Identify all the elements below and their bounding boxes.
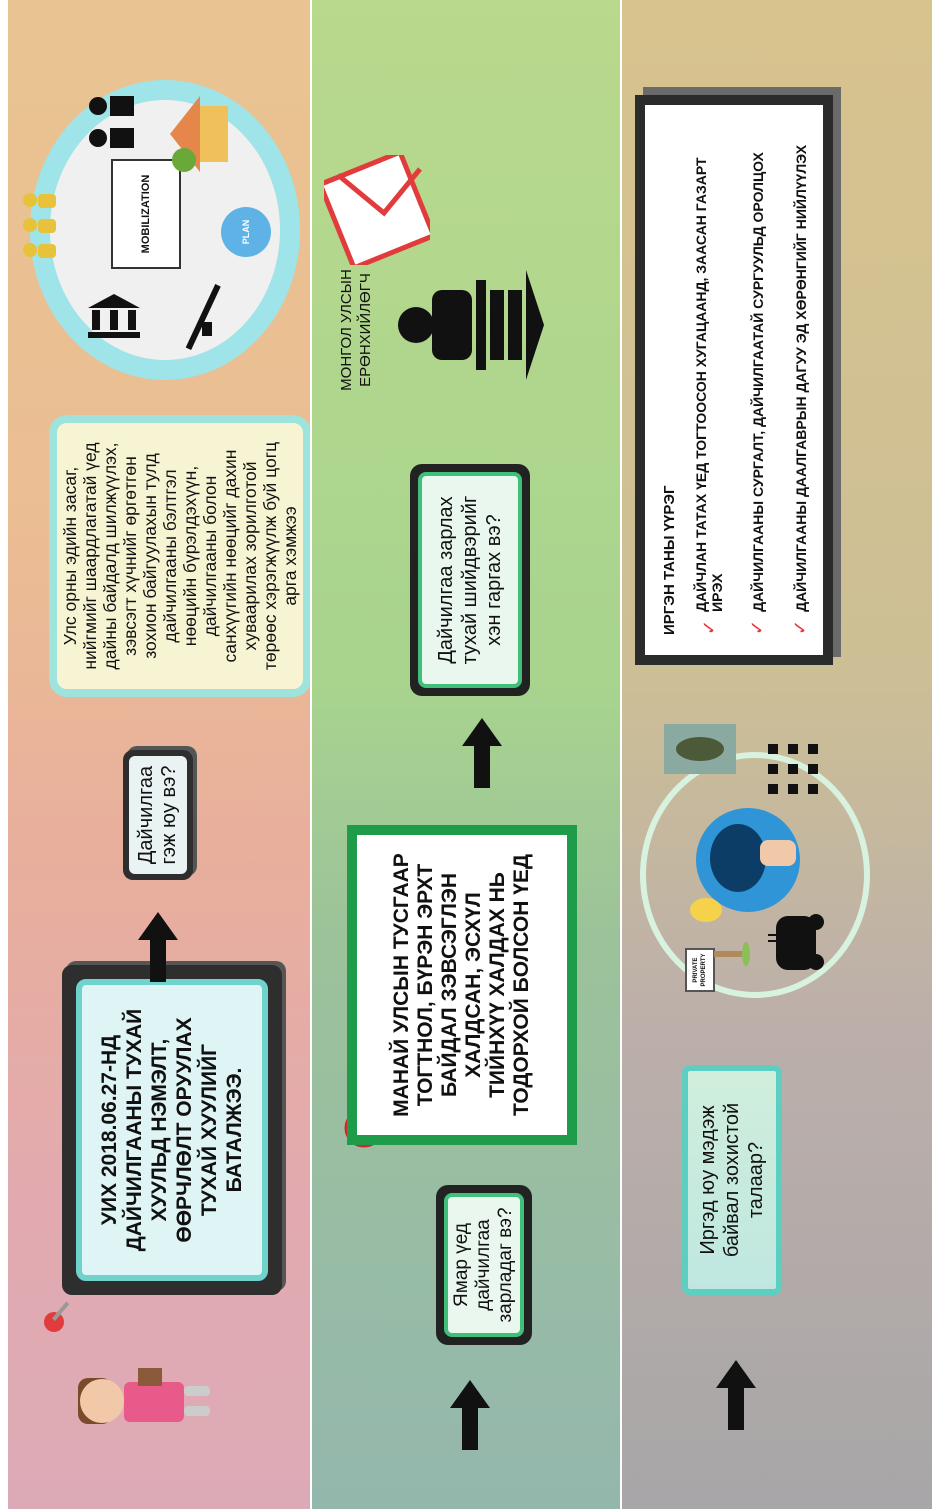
plan-label: PLAN [241,219,251,245]
people-group-icon [23,193,56,258]
duty-item: ✓ ДАЙЧИЛГААНЫ СУРГАЛТ, ДАЙЧИЛГААТАЙ СУРГ… [747,125,768,635]
check-icon: ✓ [790,619,810,635]
definition-box: Улс орны эдийн засаг, нийгмийг шаардлага… [49,415,310,697]
who-decides-box: Дайчилгаа зарлах тухай шийдвэрийг хэн га… [410,464,530,696]
envelope-icon [324,155,430,265]
what-is-question: Дайчилгаа гэж юу вэ? [135,765,180,865]
private-property-label: PRIVATE PROPERTY [693,953,707,987]
plan-document-icon: PLAN [221,207,271,257]
girl-reading-icon [78,1368,210,1424]
rifle-icon [185,284,221,351]
duty-text: ДАЙЧИЛГААНЫ ДААЛГАВРЫН ДАГУУ ЭД ХӨРӨНГИЙ… [792,144,809,612]
when-answer-text: МАНАЙ УЛСЫН ТУСГААР ТОГТНОЛ, БҮРЭН ЭРХТ … [390,853,533,1117]
panel-when-declared: Ямар үед дайчилгаа зарладаг вэ? МАНАЙ УЛ… [312,0,620,1509]
bank-icon [88,294,140,338]
who-decides-text: Дайчилгаа зарлах тухай шийдвэрийг хэн га… [435,495,505,665]
soldier-icon [664,724,736,774]
duty-item: ✓ ДАЙЧЛАН ТАТАХ ҮЕД ТОГТООСОН ХУГАЦААНД,… [693,125,725,635]
check-icon: ✓ [747,619,767,635]
person-thinking-icon [690,808,800,922]
citizen-question-box: Иргэд юу мэдэж байвал зохистой талаар? [682,1065,782,1295]
push-pin-icon [44,1301,70,1332]
mobilization-label: MOBILIZATION [140,174,152,254]
duty-text: ДАЙЧИЛГААНЫ СУРГАЛТ, ДАЙЧИЛГААТАЙ СУРГУУ… [749,152,766,612]
check-icon: ✓ [698,619,719,635]
law-note-card: УИХ 2018.06.27-НД ДАЙЧИЛГААНЫ ТУХАЙ ХУУЛ… [76,979,268,1281]
citizen-icons-ring [640,752,870,998]
definition-text: Улс орны эдийн засаг, нийгмийг шаардлага… [60,441,300,671]
house-icon [170,96,228,172]
president-building-icon [398,270,544,380]
citizen-question-text: Иргэд юу мэдэж байвал зохистой талаар? [697,1102,767,1258]
when-question: Ямар үед дайчилгаа зарладаг вэ? [451,1207,516,1323]
what-is-question-box: Дайчилгаа гэж юу вэ? [123,750,193,880]
duty-item: ✓ ДАЙЧИЛГААНЫ ДААЛГАВРЫН ДАГУУ ЭД ХӨРӨНГ… [790,125,811,635]
law-note-box: УИХ 2018.06.27-НД ДАЙЧИЛГААНЫ ТУХАЙ ХУУЛ… [62,965,282,1295]
when-answer-box: МАНАЙ УЛСЫН ТУСГААР ТОГТНОЛ, БҮРЭН ЭРХТ … [347,825,577,1145]
duties-title: ИРГЭН ТАНЫ ҮҮРЭГ [661,485,678,635]
phone-chat-icon [768,744,818,794]
when-question-box: Ямар үед дайчилгаа зарладаг вэ? [436,1185,532,1345]
duties-banner: ИРГЭН ТАНЫ ҮҮРЭГ ✓ ДАЙЧЛАН ТАТАХ ҮЕД ТОГ… [635,95,833,665]
president-label: МОНГОЛ УЛСЫН ЕРӨНХИЙЛӨГЧ [338,269,374,391]
law-note-text: УИХ 2018.06.27-НД ДАЙЧИЛГААНЫ ТУХАЙ ХУУЛ… [98,1008,246,1252]
panel-citizen-duties: Иргэд юу мэдэж байвал зохистой талаар? P… [622,0,932,1509]
officials-icon [89,96,134,148]
president-label-box: МОНГОЛ УЛСЫН ЕРӨНХИЙЛӨГЧ [333,240,379,420]
signpost-icon [714,942,750,966]
panel-what-is-mobilization: УИХ 2018.06.27-НД ДАЙЧИЛГААНЫ ТУХАЙ ХУУЛ… [8,0,310,1509]
car-icon [768,914,824,970]
duty-text: ДАЙЧЛАН ТАТАХ ҮЕД ТОГТООСОН ХУГАЦААНД, З… [693,157,725,612]
